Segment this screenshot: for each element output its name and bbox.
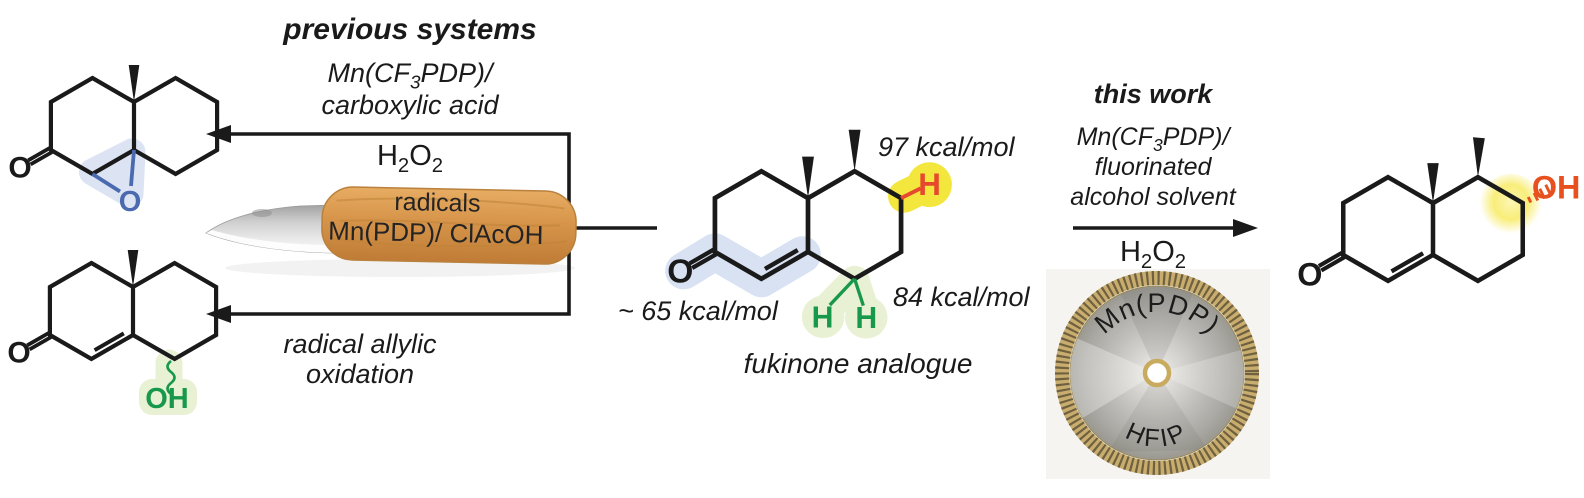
hydroxyl-label: OH: [145, 383, 189, 415]
ketone-oxygen-label: O: [667, 254, 693, 291]
substrate-caption: fukinone analogue: [743, 348, 973, 379]
ring-skeleton: [48, 75, 220, 177]
this-work-heading: this work: [1093, 79, 1213, 109]
ketone-double-bond: [688, 247, 718, 270]
methyl-wedge: [127, 250, 139, 287]
methyl-wedge-angular: [802, 156, 814, 199]
left-catalyst-sub: 3: [409, 72, 421, 94]
ketone-double-bond: [1317, 250, 1346, 273]
left-catalyst-prefix: Mn(CF: [327, 58, 410, 88]
knife-label-line2: Mn(PDP)/ ClAcOH: [328, 215, 544, 250]
ketone-oxygen-label: O: [1297, 256, 1322, 292]
left-catalyst-suffix: PDP)/: [420, 58, 493, 88]
ketone-oxygen-label: O: [8, 152, 31, 185]
left-oxidant-h: H: [376, 140, 398, 172]
enone-double-bond-inner: [1390, 251, 1425, 274]
saw-teeth: [1055, 271, 1259, 475]
hydroxyl-highlight-blob: [139, 379, 197, 415]
knife-illustration: radicals Mn(PDP)/ ClAcOH: [205, 186, 577, 277]
methine-ch-bond: [900, 186, 922, 200]
ketone-double-bond: [26, 331, 52, 352]
right-catalyst-suffix: PDP)/: [1162, 123, 1230, 151]
right-arrowhead: [1233, 219, 1258, 237]
allylic-h1-label: H: [812, 301, 834, 334]
right-solvent-line1: fluorinated: [1094, 153, 1212, 181]
ring-skeleton: [47, 260, 219, 362]
methyl-wedge-secondary: [1472, 137, 1485, 178]
left-oxidant-o: O: [409, 140, 432, 172]
blade-stamp: [252, 209, 272, 217]
methine-highlight-circle: [907, 162, 952, 208]
ketone-double-bond: [27, 146, 53, 167]
methyl-wedge-angular: [1427, 163, 1439, 204]
saw-blade-illustration: Mn(PDP) HFIP: [1046, 269, 1270, 479]
knife-label-line1: radicals: [394, 188, 481, 218]
allylic-ch-bonds: [828, 277, 865, 307]
right-oxidant-sub1: 2: [1140, 250, 1153, 273]
lower-left-arrowhead: [206, 305, 231, 323]
methine-h-label: H: [918, 167, 941, 202]
knife-handle-group: radicals Mn(PDP)/ ClAcOH: [321, 186, 577, 265]
molecule-fukinone-analogue: O H H H: [665, 129, 952, 339]
ring-skeleton: [1340, 174, 1526, 284]
wood-grain: [332, 197, 567, 248]
allylic-oxidation-caption-line2: oxidation: [305, 359, 415, 389]
right-oxidant-formula: H2O2: [1040, 237, 1266, 273]
left-oxidant-sub1: 2: [397, 154, 410, 177]
molecule-allylic-alcohol-product: O OH: [7, 250, 219, 415]
right-oxidant-o: O: [1152, 236, 1175, 268]
hydroxyl-squiggle-bond: [166, 359, 176, 396]
allylic-h2-label: H: [855, 302, 877, 335]
ketone-oxygen-label: O: [7, 337, 30, 370]
bde-methine-label: 97 kcal/mol: [878, 132, 1015, 162]
methyl-wedge-secondary: [848, 129, 861, 172]
left-oxidant-sub2: 2: [431, 154, 444, 177]
right-catalyst-prefix: Mn(CF: [1076, 123, 1153, 151]
right-oxidant-h: H: [1119, 236, 1141, 268]
molecule-epoxide-product: O O: [8, 65, 220, 218]
bde-allylic-label: 84 kcal/mol: [893, 282, 1030, 312]
molecule-hydroxylated-product: O OH: [1297, 137, 1580, 292]
right-oxidant-sub2: 2: [1174, 250, 1187, 273]
methyl-wedge: [128, 65, 140, 102]
epoxide-bonds: [91, 149, 136, 194]
saw-arbor-hole: [1142, 358, 1172, 388]
bde-enone-label: ~ 65 kcal/mol: [618, 296, 778, 326]
knife-blade-edge: [206, 230, 334, 253]
saw-brushed-sheen: [1070, 286, 1244, 452]
right-solvent-line2: alcohol solvent: [1070, 183, 1236, 211]
left-cocatalyst: carboxylic acid: [321, 90, 499, 120]
allylic-oxidation-caption-line1: radical allylic: [283, 329, 437, 359]
right-catalyst-sub: 3: [1152, 135, 1163, 155]
left-oxidant-formula: H2O2: [252, 141, 568, 177]
hydroxyl-hashed-bond: [1526, 184, 1553, 204]
previous-systems-heading: previous systems: [283, 13, 537, 46]
left-catalyst-line: Mn(CF3PDP)/: [252, 59, 568, 93]
epoxide-oxygen-label: O: [119, 186, 142, 218]
right-catalyst-line: Mn(CF3PDP)/: [1040, 124, 1266, 154]
enone-double-bond-inner: [763, 248, 799, 271]
product-hydroxyl-label: OH: [1532, 169, 1581, 205]
enone-double-bond-inner: [93, 331, 125, 352]
